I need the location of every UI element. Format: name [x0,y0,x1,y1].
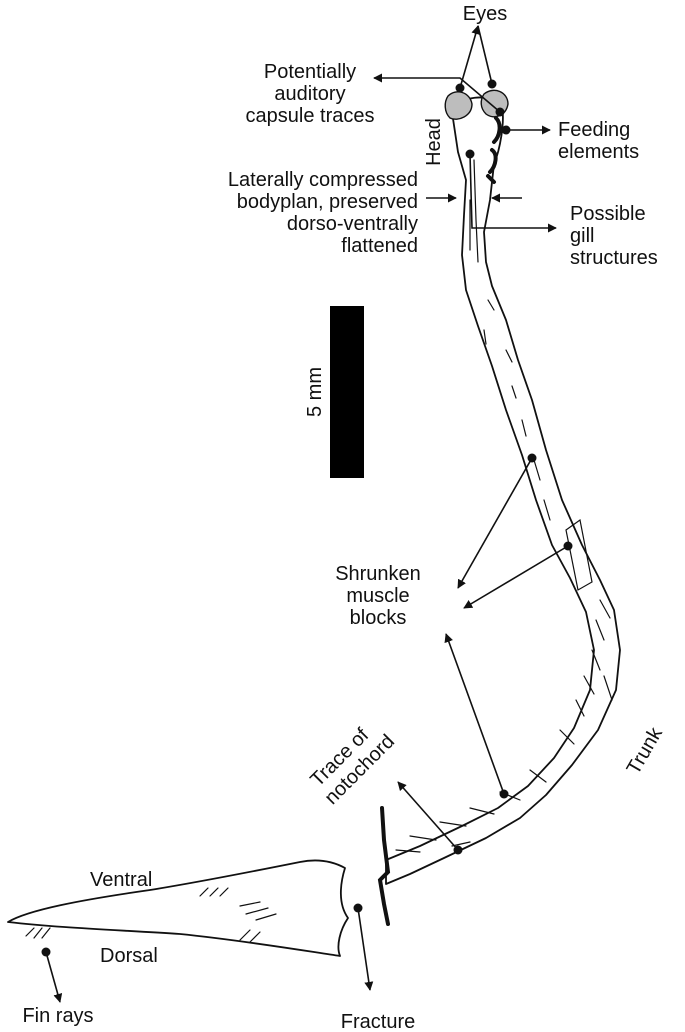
auditory-label-line1: Potentially [264,61,356,83]
scale-bar-group: 5 mm [304,306,364,478]
bodyplan-label-line2: bodyplan, preserved [237,191,418,213]
fracture-label: Fracture [341,1011,415,1032]
auditory-label-line3: capsule traces [246,105,375,127]
fin-rays-label: Fin rays [22,1005,93,1027]
tail-outline [7,859,349,957]
scale-label: 5 mm [304,367,326,417]
bodyplan-label-line3: dorso-ventrally [287,213,418,235]
tail-hatching [25,887,277,943]
eyes-label: Eyes [463,3,507,25]
muscle-label-line2: muscle [346,585,409,607]
specimen-outline [7,89,621,957]
feeding-elements [486,116,502,184]
gill-label-line2: gill [570,225,594,247]
scale-bar [330,306,364,478]
left-eye [444,91,473,120]
gill-label-line3: structures [570,247,658,269]
muscle-label-line3: blocks [350,607,407,629]
bodyplan-label-line4: flattened [341,235,418,257]
dorsal-label: Dorsal [100,945,158,967]
muscle-label-line1: Shrunken [335,563,421,585]
gill-label-line1: Possible [570,203,646,225]
auditory-label-line2: auditory [274,83,345,105]
fracture-line [377,806,391,926]
notochord-trace-lines [469,159,593,591]
muscle-block-hatching [395,599,613,853]
bodyplan-label-line1: Laterally compressed [228,169,418,191]
head-label: Head [423,118,445,166]
feeding-label-line2: elements [558,141,639,163]
pointers [41,25,573,1003]
trunk-label: Trunk [623,723,668,778]
ventral-label: Ventral [90,869,152,891]
feeding-label-line1: Feeding [558,119,630,141]
